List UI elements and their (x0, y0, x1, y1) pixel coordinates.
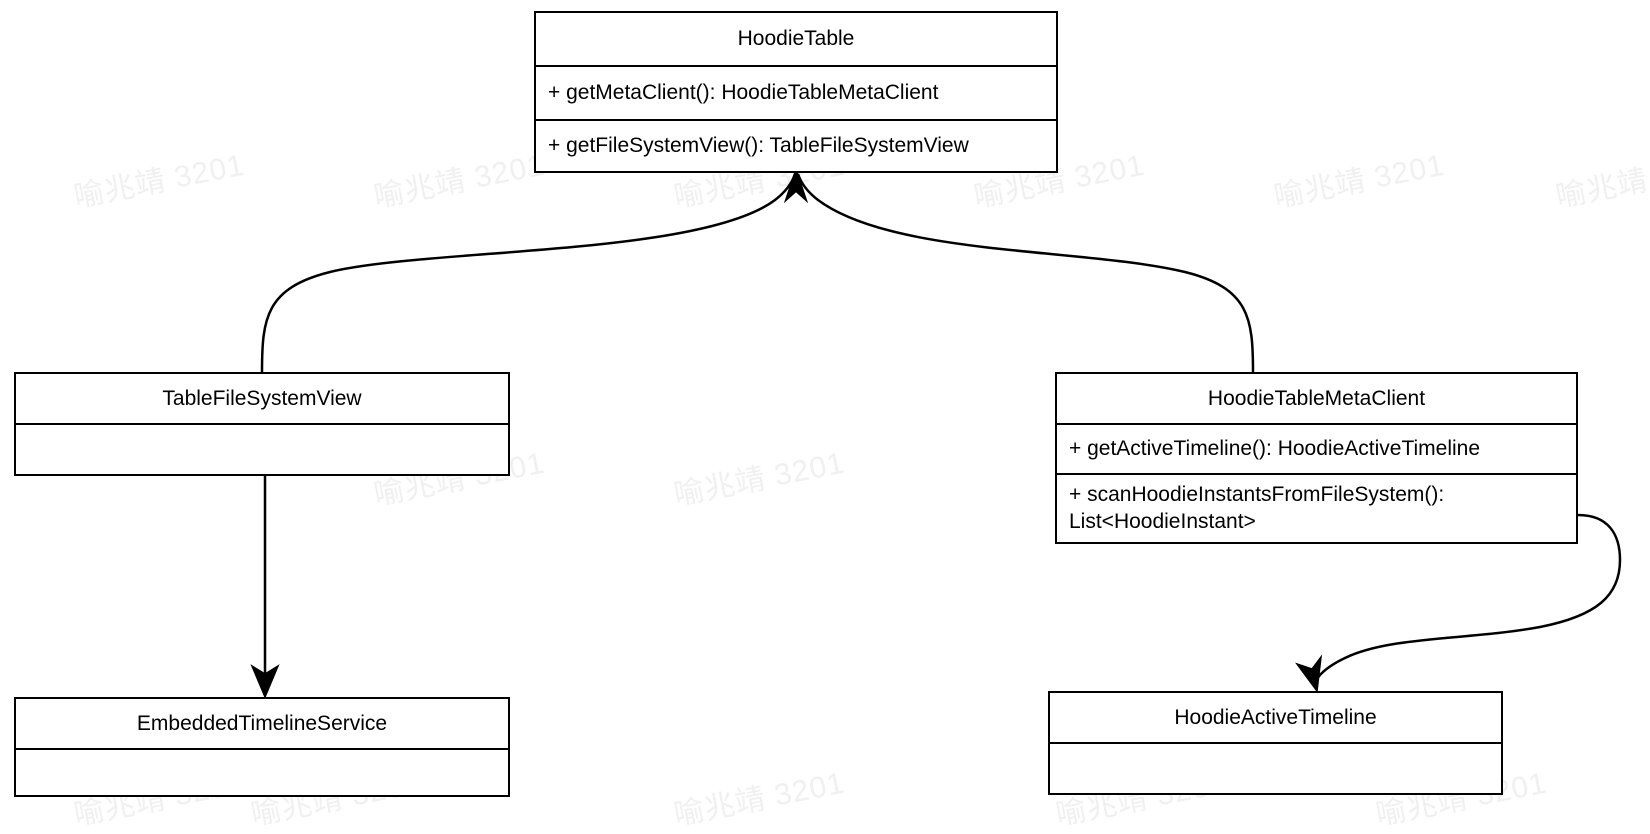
class-member: + scanHoodieInstantsFromFileSystem(): Li… (1069, 483, 1445, 533)
class-name-hoodie-table-meta-client: HoodieTableMetaClient (1057, 374, 1576, 425)
class-member: + getActiveTimeline(): HoodieActiveTimel… (1069, 436, 1481, 460)
class-section-empty (16, 750, 508, 795)
class-section-methods-1: + getActiveTimeline(): HoodieActiveTimel… (1057, 425, 1576, 473)
watermark-text: 喻兆靖 3201 (671, 766, 848, 833)
class-member: + getMetaClient(): HoodieTableMetaClient (548, 80, 939, 104)
class-section-empty (16, 425, 508, 474)
class-box-hoodie-active-timeline[interactable]: HoodieActiveTimeline (1048, 691, 1503, 795)
arrowhead-filled-into-embeddedtimeline (250, 664, 280, 699)
watermark-text: 喻兆靖 3201 (671, 446, 848, 513)
class-box-hoodie-table-meta-client[interactable]: HoodieTableMetaClient + getActiveTimelin… (1055, 372, 1578, 544)
class-box-embedded-timeline-service[interactable]: EmbeddedTimelineService (14, 697, 510, 797)
diagram-canvas: 喻兆靖 3201 喻兆靖 3201 喻兆靖 3201 喻兆靖 3201 喻兆靖 3201… (14, 11, 1650, 832)
arrowhead-open-into-hoodietable (783, 166, 809, 204)
class-section-methods-2: + getFileSystemView(): TableFileSystemVi… (536, 119, 1056, 171)
class-box-hoodie-table[interactable]: HoodieTable + getMetaClient(): HoodieTab… (534, 11, 1058, 173)
watermark-text: 喻兆靖 3201 (71, 148, 248, 215)
class-name-embedded-timeline-service: EmbeddedTimelineService (16, 699, 508, 750)
arrowhead-filled-into-activetimeline (1294, 654, 1323, 693)
class-section-empty (1050, 744, 1501, 793)
edge-tablefsview-to-hoodietable (260, 173, 797, 373)
class-member: + getFileSystemView(): TableFileSystemVi… (548, 133, 969, 157)
class-name-hoodie-table: HoodieTable (536, 13, 1056, 67)
class-name-table-file-system-view: TableFileSystemView (16, 374, 508, 425)
watermark-text: 喻兆靖 3201 (371, 148, 548, 215)
class-section-methods-2: + scanHoodieInstantsFromFileSystem(): Li… (1057, 473, 1576, 542)
watermark-text: 喻兆靖 3201 (1271, 148, 1448, 215)
edge-metaclient-to-hoodietable (796, 173, 1255, 373)
watermark-text: 喻兆靖 3201 (1553, 149, 1650, 215)
class-section-methods-1: + getMetaClient(): HoodieTableMetaClient (536, 67, 1056, 119)
class-box-table-file-system-view[interactable]: TableFileSystemView (14, 372, 510, 476)
class-name-hoodie-active-timeline: HoodieActiveTimeline (1050, 693, 1501, 744)
